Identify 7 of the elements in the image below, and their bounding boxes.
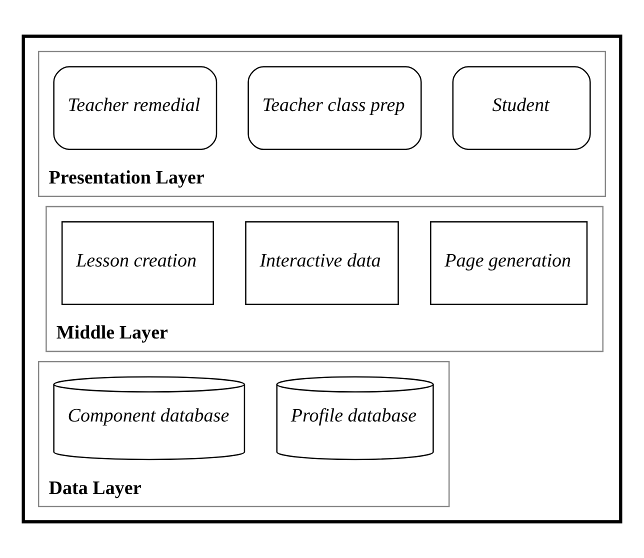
cluster	[22, 34, 622, 524]
node-box: Student	[452, 66, 591, 150]
node-box: Teacher remedial	[53, 66, 218, 150]
node-box: Interactive data	[245, 221, 399, 306]
node-box: Page generation	[430, 221, 588, 306]
node-box: Lesson creation	[61, 221, 214, 306]
node-box: Teacher class prep	[248, 66, 422, 150]
